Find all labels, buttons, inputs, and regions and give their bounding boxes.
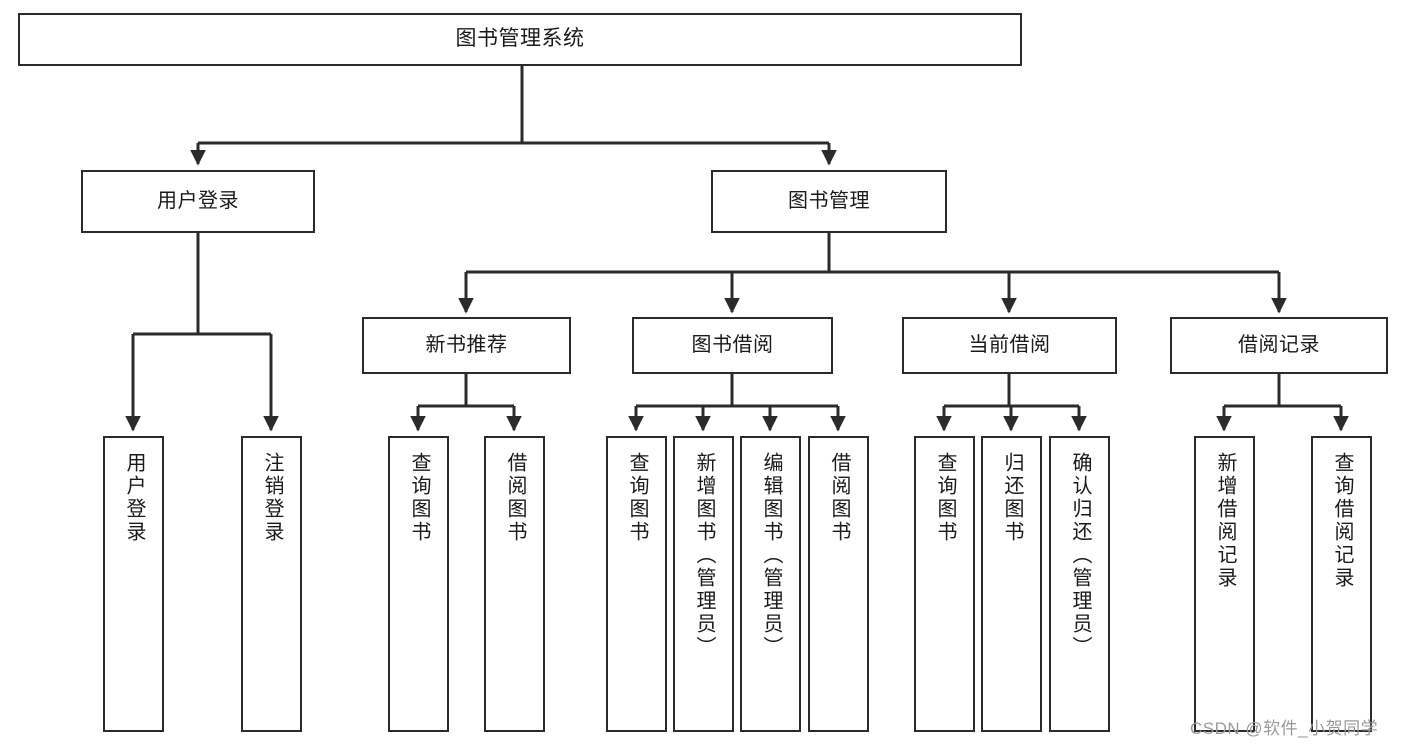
node-label: 图书管理系统	[455, 27, 585, 51]
node-label: 归还图书	[1001, 452, 1023, 544]
node-leaf-edit-book-admin[interactable]: 编辑图书（管理员）	[740, 436, 801, 732]
node-label: 借阅图书	[504, 452, 526, 544]
node-label: 新增图书（管理员）	[693, 452, 715, 659]
node-label: 用户登录	[157, 189, 239, 212]
node-leaf-query-book-current[interactable]: 查询图书	[914, 436, 975, 732]
node-label: 用户登录	[123, 452, 145, 544]
node-label: 图书管理	[788, 189, 870, 212]
node-book-management[interactable]: 图书管理	[711, 170, 947, 233]
node-leaf-return-book[interactable]: 归还图书	[981, 436, 1042, 732]
node-leaf-add-borrow-record[interactable]: 新增借阅记录	[1194, 436, 1255, 732]
node-leaf-query-borrow-record[interactable]: 查询借阅记录	[1311, 436, 1372, 732]
node-label: 注销登录	[261, 452, 283, 544]
node-leaf-query-book-recommend[interactable]: 查询图书	[388, 436, 449, 732]
node-label: 图书借阅	[691, 333, 774, 356]
node-label: 查询图书	[934, 452, 956, 544]
node-label: 确认归还（管理员）	[1069, 452, 1091, 659]
node-label: 新书推荐	[425, 333, 508, 356]
node-leaf-query-book-borrow[interactable]: 查询图书	[606, 436, 667, 732]
node-current-borrow[interactable]: 当前借阅	[902, 317, 1117, 374]
node-label: 新增借阅记录	[1214, 452, 1236, 590]
node-leaf-borrow-book[interactable]: 借阅图书	[808, 436, 869, 732]
csdn-watermark: CSDN @软件_小贺同学	[1190, 719, 1379, 738]
node-leaf-add-book-admin[interactable]: 新增图书（管理员）	[673, 436, 734, 732]
node-user-login[interactable]: 用户登录	[81, 170, 315, 233]
node-borrow-record[interactable]: 借阅记录	[1170, 317, 1388, 374]
node-leaf-logout[interactable]: 注销登录	[241, 436, 302, 732]
node-leaf-user-login[interactable]: 用户登录	[103, 436, 164, 732]
node-new-book-recommend[interactable]: 新书推荐	[362, 317, 571, 374]
node-label: 查询图书	[408, 452, 430, 544]
node-label: 借阅图书	[828, 452, 850, 544]
node-label: 编辑图书（管理员）	[760, 452, 782, 659]
node-label: 当前借阅	[968, 333, 1051, 356]
node-book-borrow[interactable]: 图书借阅	[632, 317, 833, 374]
node-label: 借阅记录	[1238, 333, 1320, 356]
node-leaf-confirm-return-admin[interactable]: 确认归还（管理员）	[1049, 436, 1110, 732]
node-label: 查询图书	[626, 452, 648, 544]
node-book-management-system[interactable]: 图书管理系统	[18, 13, 1022, 66]
node-leaf-borrow-book-recommend[interactable]: 借阅图书	[484, 436, 545, 732]
node-label: 查询借阅记录	[1331, 452, 1353, 590]
